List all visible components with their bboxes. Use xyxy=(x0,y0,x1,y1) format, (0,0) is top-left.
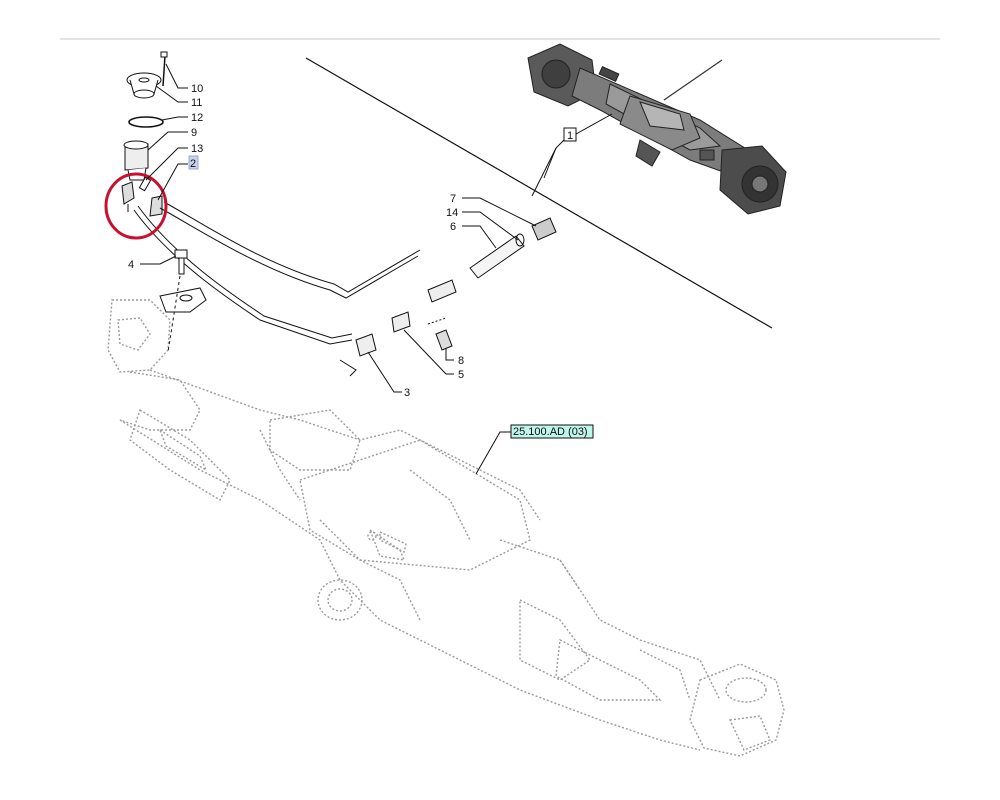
callout-10[interactable]: 10 xyxy=(191,83,203,95)
callout-9-leader xyxy=(147,131,188,151)
callout-box-1[interactable] xyxy=(563,127,577,142)
reference-leader xyxy=(475,431,511,475)
callout-6-leader xyxy=(462,225,497,249)
reference-label[interactable]: 25.100.AD (03) xyxy=(513,426,588,438)
callout-5[interactable]: 5 xyxy=(458,369,464,381)
callout-5-leader xyxy=(403,329,454,375)
breather-assembly-icon xyxy=(121,51,557,377)
callout-10-leader xyxy=(165,63,188,89)
callout-4-leader xyxy=(140,255,177,265)
axle-assembly-icon xyxy=(527,43,787,215)
callout-9[interactable]: 9 xyxy=(191,127,197,139)
callout-1-leader xyxy=(575,113,613,135)
callout-7[interactable]: 7 xyxy=(450,193,456,205)
callout-7-leader xyxy=(462,197,537,227)
callout-12-leader xyxy=(161,116,188,121)
callout-4[interactable]: 4 xyxy=(128,259,134,271)
callout-11-leader xyxy=(155,85,188,103)
highlight-circle xyxy=(104,172,168,240)
axle-housing-outline-icon xyxy=(107,299,785,757)
callout-12[interactable]: 12 xyxy=(191,112,203,124)
callout-2-leader xyxy=(157,163,188,201)
callout-14[interactable]: 14 xyxy=(446,207,458,219)
callout-14-leader xyxy=(462,211,519,241)
callout-2-highlight[interactable] xyxy=(188,155,199,170)
callout-11[interactable]: 11 xyxy=(191,97,202,109)
callout-2[interactable]: 2 xyxy=(190,158,196,170)
callout-1[interactable]: 1 xyxy=(567,130,573,142)
callout-13-leader xyxy=(145,147,188,181)
alignment-dashed-line xyxy=(167,275,181,353)
callout-3[interactable]: 3 xyxy=(404,387,410,399)
callout-8-leader xyxy=(445,348,454,361)
callout-13[interactable]: 13 xyxy=(191,143,203,155)
callout-8[interactable]: 8 xyxy=(458,355,464,367)
thumbnail-divider-line xyxy=(305,57,773,329)
callout-6[interactable]: 6 xyxy=(450,221,456,233)
callout-3-leader xyxy=(367,351,402,393)
callout-1-bracket-b xyxy=(543,147,557,179)
